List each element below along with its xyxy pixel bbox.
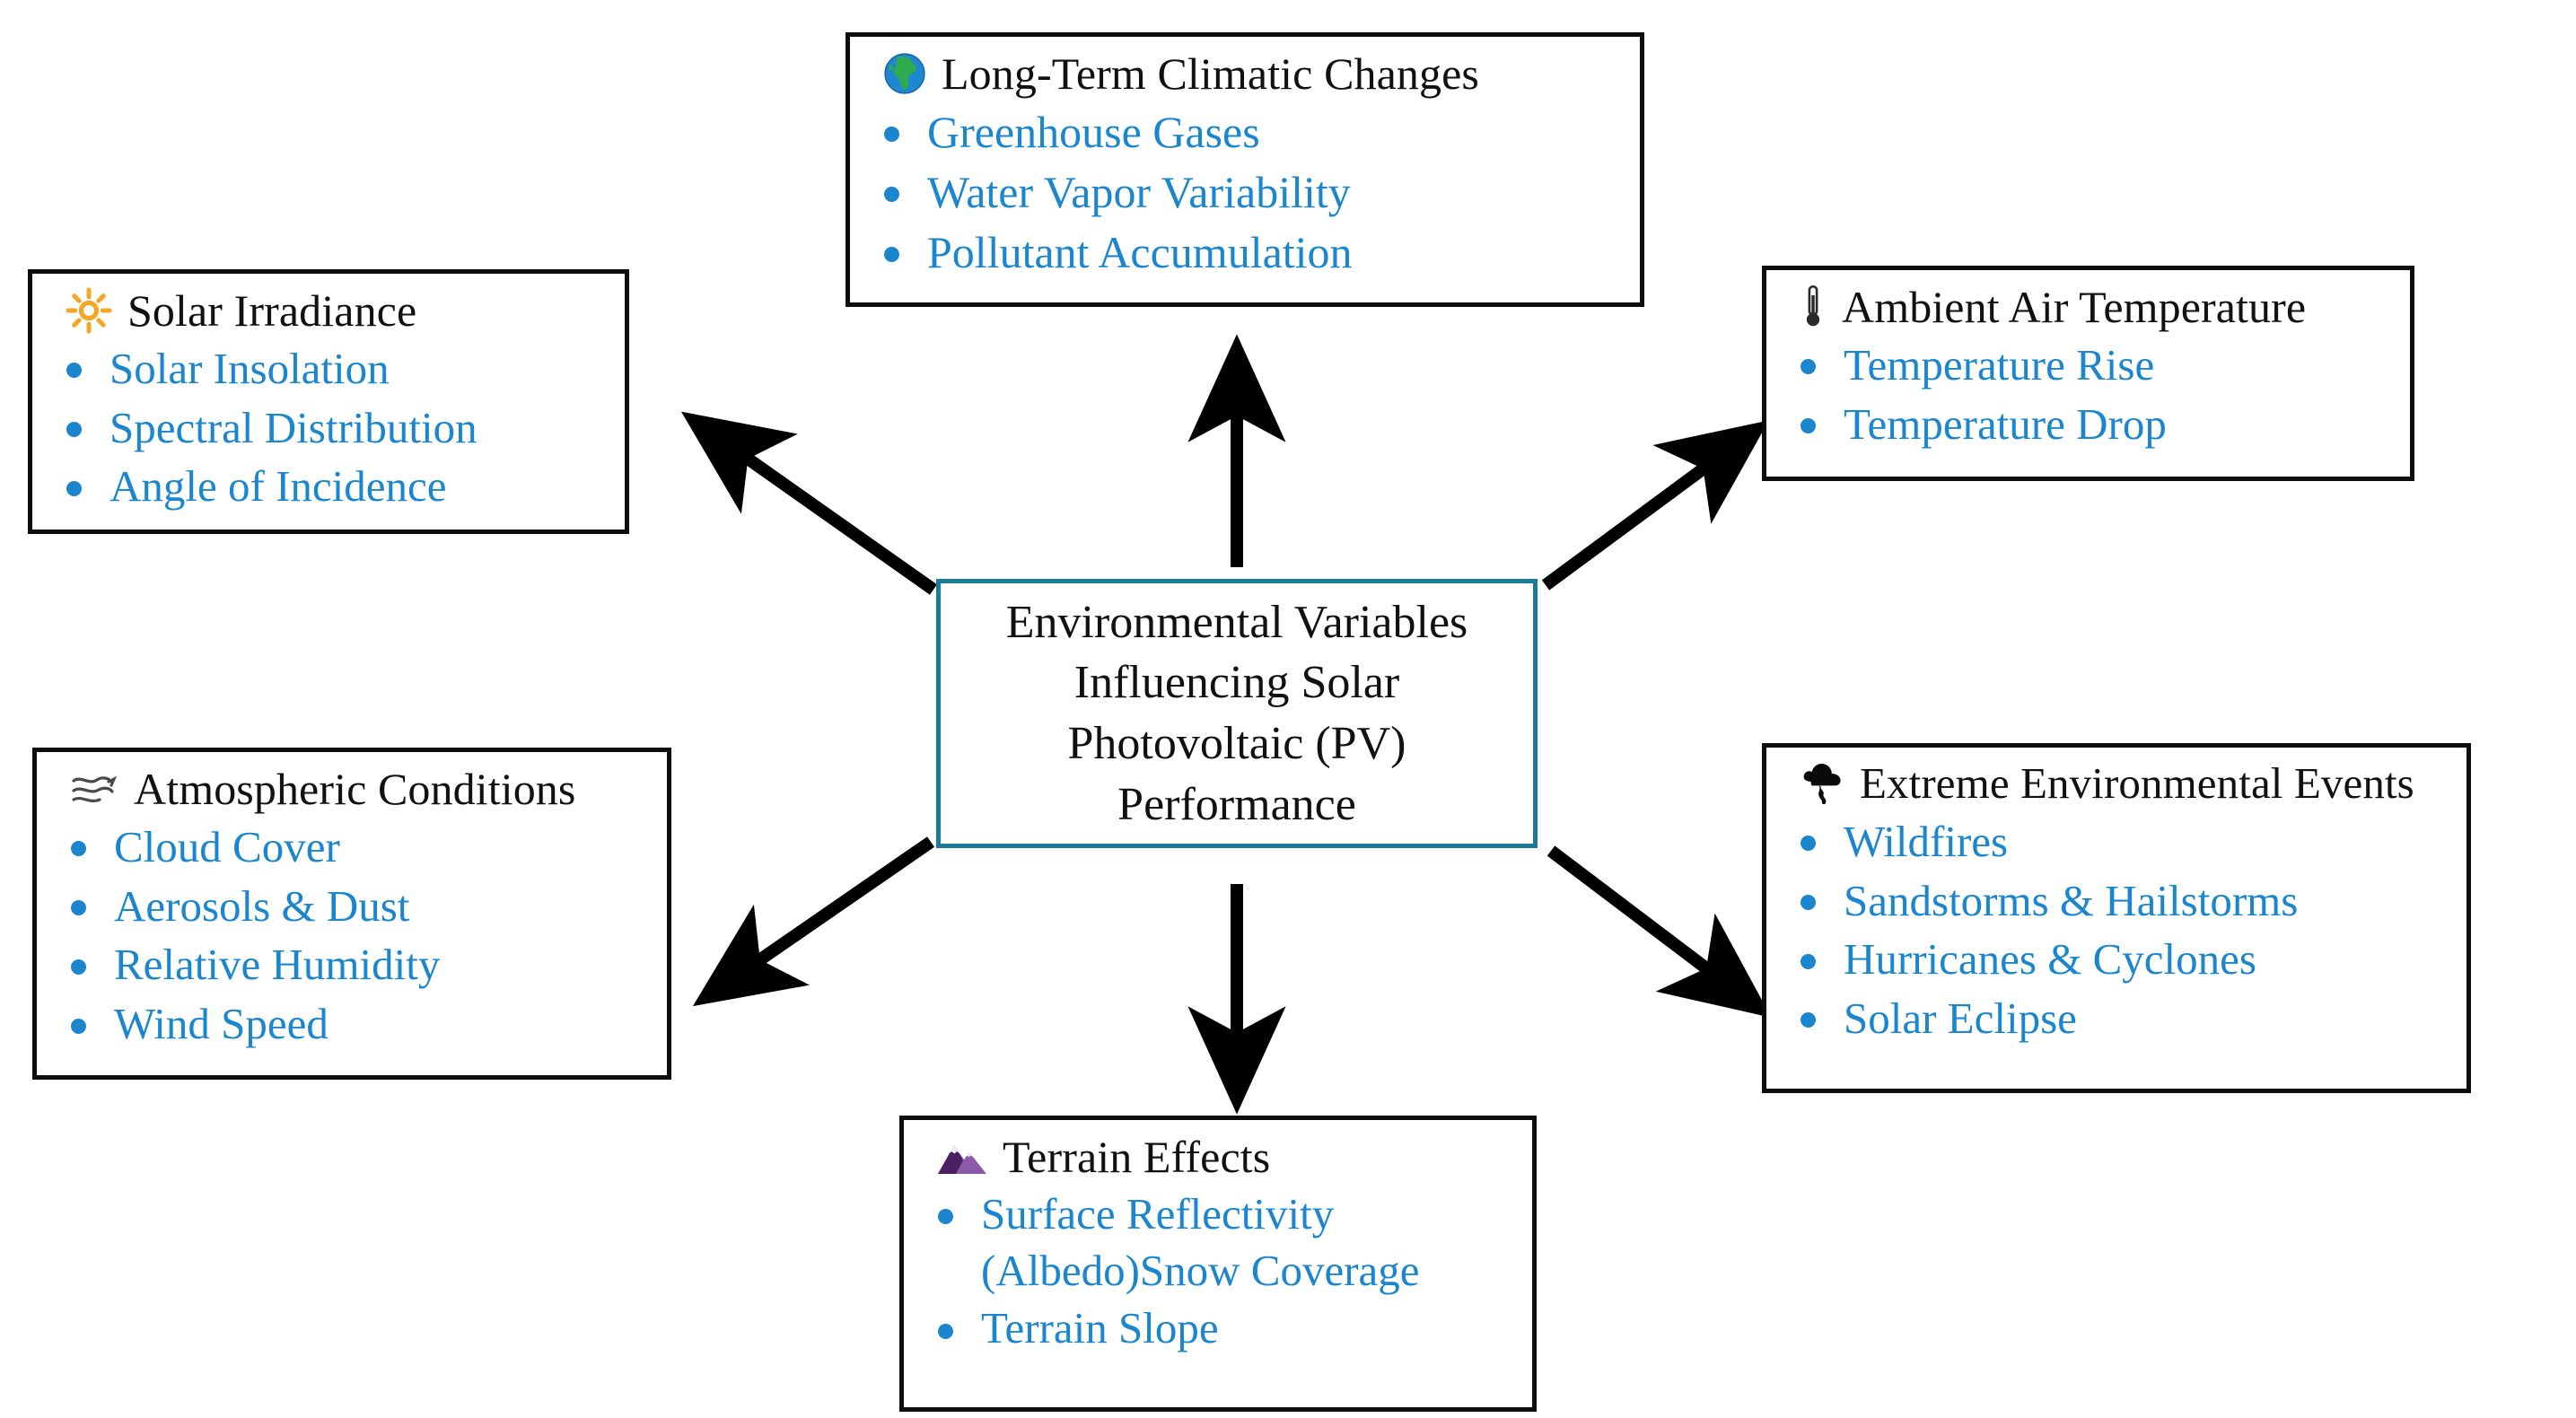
arrow-center-to-extreme <box>1546 845 1772 1018</box>
arrow-center-to-solar <box>680 411 938 595</box>
list-item-label: Angle of Incidence <box>110 461 447 512</box>
bullet-icon <box>938 1209 953 1225</box>
list-item: Pollutant Accumulation <box>870 223 1624 282</box>
node-ambient-air-temperature-title: Ambient Air Temperature <box>1842 282 2307 332</box>
list-item-label: Aerosols & Dust <box>114 880 410 931</box>
list-item: Greenhouse Gases <box>870 103 1624 162</box>
list-item-label: Cloud Cover <box>114 822 340 871</box>
thermometer-icon <box>1799 284 1827 330</box>
bullet-icon <box>71 900 86 916</box>
node-atmospheric-conditions-header: Atmospheric Conditions <box>57 765 651 813</box>
node-solar-irradiance-list: Solar Insolation Spectral Distribution A… <box>52 340 609 515</box>
node-terrain-effects[interactable]: Terrain Effects Surface Reflectivity (Al… <box>899 1116 1537 1412</box>
bullet-icon <box>1801 836 1816 852</box>
list-item-label: Solar Eclipse <box>1844 993 2077 1043</box>
list-item-label: Pollutant Accumulation <box>927 227 1353 277</box>
node-ambient-air-temperature[interactable]: Ambient Air Temperature Temperature Rise… <box>1762 266 2414 481</box>
list-item: Aerosols & Dust <box>57 878 651 935</box>
list-item: Cloud Cover <box>57 818 651 876</box>
bullet-icon <box>71 958 86 975</box>
bullet-icon <box>66 480 82 496</box>
center-node[interactable]: Environmental Variables Influencing Sola… <box>936 579 1538 848</box>
bullet-icon <box>71 1018 86 1034</box>
list-item: Water Vapor Variability <box>870 163 1624 222</box>
list-item: Temperature Rise <box>1786 337 2394 394</box>
node-long-term-climatic-changes-list: Greenhouse Gases Water Vapor Variability… <box>870 103 1624 282</box>
bullet-icon <box>884 127 899 142</box>
node-extreme-environmental-events-title: Extreme Environmental Events <box>1860 758 2414 808</box>
node-ambient-air-temperature-header: Ambient Air Temperature <box>1786 283 2394 331</box>
node-terrain-effects-title: Terrain Effects <box>1003 1132 1271 1182</box>
bullet-icon <box>884 247 899 262</box>
list-item: Hurricanes & Cyclones <box>1786 931 2450 988</box>
list-item-label: Temperature Drop <box>1844 398 2167 449</box>
node-long-term-climatic-changes[interactable]: Long-Term Climatic Changes Greenhouse Ga… <box>846 32 1644 307</box>
node-extreme-environmental-events[interactable]: Extreme Environmental Events Wildfires S… <box>1762 743 2471 1093</box>
list-item-label: Spectral Distribution <box>110 402 478 452</box>
mountain-icon <box>936 1136 988 1177</box>
bullet-icon <box>1801 1012 1816 1028</box>
node-atmospheric-conditions-list: Cloud Cover Aerosols & Dust Relative Hum… <box>57 818 651 1053</box>
list-item: Angle of Incidence <box>52 458 609 515</box>
sun-icon <box>65 286 113 335</box>
list-item-label: Relative Humidity <box>114 940 441 990</box>
node-extreme-environmental-events-list: Wildfires Sandstorms & Hailstorms Hurric… <box>1786 813 2450 1047</box>
bullet-icon <box>938 1323 953 1339</box>
node-atmospheric-conditions-title: Atmospheric Conditions <box>134 764 576 814</box>
center-node-label: Environmental Variables Influencing Sola… <box>1005 596 1468 830</box>
bullet-icon <box>1801 953 1816 969</box>
node-solar-irradiance[interactable]: Solar Irradiance Solar Insolation Spectr… <box>28 269 629 534</box>
node-solar-irradiance-header: Solar Irradiance <box>52 286 609 335</box>
list-item-label: Temperature Rise <box>1844 340 2155 390</box>
list-item: Spectral Distribution <box>52 399 609 457</box>
list-item: Solar Insolation <box>52 340 609 398</box>
bullet-icon <box>1801 359 1816 375</box>
list-item-label: Solar Insolation <box>110 344 390 393</box>
bullet-icon <box>71 841 86 857</box>
wind-waves-icon <box>69 770 119 808</box>
list-item: Wildfires <box>1786 813 2450 871</box>
earth-globe-icon <box>882 51 927 96</box>
list-item-label: Terrain Slope <box>981 1303 1219 1353</box>
node-atmospheric-conditions[interactable]: Atmospheric Conditions Cloud Cover Aeros… <box>32 748 671 1080</box>
list-item-label: Surface Reflectivity (Albedo)Snow Covera… <box>981 1189 1420 1295</box>
node-long-term-climatic-changes-title: Long-Term Climatic Changes <box>942 48 1479 99</box>
list-item-label: Water Vapor Variability <box>927 167 1351 217</box>
bullet-icon <box>66 422 82 438</box>
node-terrain-effects-header: Terrain Effects <box>924 1133 1516 1181</box>
node-ambient-air-temperature-list: Temperature Rise Temperature Drop <box>1786 337 2394 452</box>
list-item: Terrain Slope <box>924 1300 1516 1357</box>
node-extreme-environmental-events-header: Extreme Environmental Events <box>1786 758 2450 808</box>
node-long-term-climatic-changes-header: Long-Term Climatic Changes <box>870 49 1624 98</box>
bullet-icon <box>66 363 82 379</box>
list-item-label: Hurricanes & Cyclones <box>1844 934 2256 985</box>
list-item: Wind Speed <box>57 995 651 1053</box>
list-item-label: Wind Speed <box>114 999 329 1049</box>
arrow-center-to-ambient <box>1541 420 1769 591</box>
list-item-label: Wildfires <box>1844 816 2009 866</box>
arrow-center-to-atmos <box>692 836 934 1007</box>
bullet-icon <box>1801 895 1816 911</box>
list-item: Temperature Drop <box>1786 396 2394 453</box>
bullet-icon <box>1801 418 1816 434</box>
list-item: Relative Humidity <box>57 936 651 993</box>
bullet-icon <box>884 187 899 202</box>
list-item: Sandstorms & Hailstorms <box>1786 872 2450 930</box>
list-item: Surface Reflectivity (Albedo)Snow Covera… <box>924 1186 1516 1299</box>
list-item: Solar Eclipse <box>1786 990 2450 1047</box>
node-terrain-effects-list: Surface Reflectivity (Albedo)Snow Covera… <box>924 1186 1516 1357</box>
list-item-label: Greenhouse Gases <box>927 107 1260 157</box>
tornado-icon <box>1799 760 1845 807</box>
list-item-label: Sandstorms & Hailstorms <box>1844 875 2299 925</box>
node-solar-irradiance-title: Solar Irradiance <box>127 285 417 336</box>
